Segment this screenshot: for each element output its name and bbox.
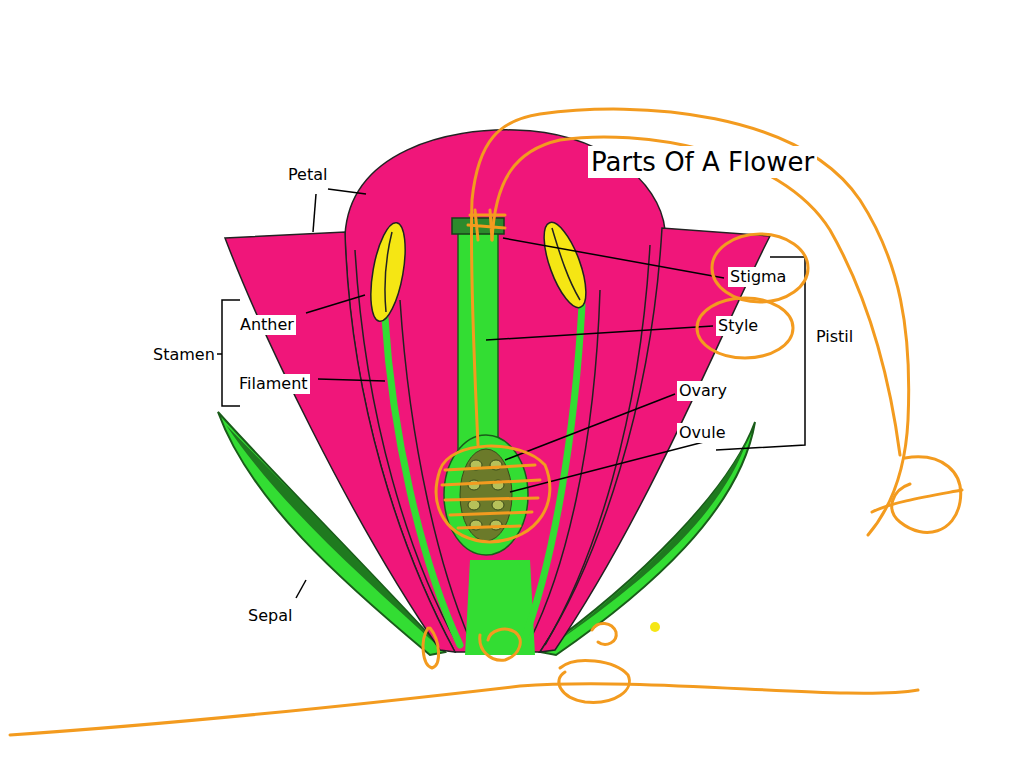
pistil-shape xyxy=(444,218,528,555)
part-label: Stamen xyxy=(151,345,217,365)
part-label: Sepal xyxy=(246,606,294,626)
part-label: Pistil xyxy=(814,327,855,347)
diagram-title: Parts Of A Flower xyxy=(588,146,817,178)
sepal-shape xyxy=(218,412,755,655)
part-label: Stigma xyxy=(728,267,788,287)
part-label: Ovary xyxy=(677,381,729,401)
yellow-dot xyxy=(650,622,660,632)
part-label: Style xyxy=(716,316,760,336)
part-label: Filament xyxy=(237,374,310,394)
part-label: Anther xyxy=(238,315,296,335)
leader-line xyxy=(216,189,805,598)
part-label: Petal xyxy=(286,165,329,185)
part-label: Ovule xyxy=(677,423,728,443)
orange-scribble xyxy=(10,109,962,735)
